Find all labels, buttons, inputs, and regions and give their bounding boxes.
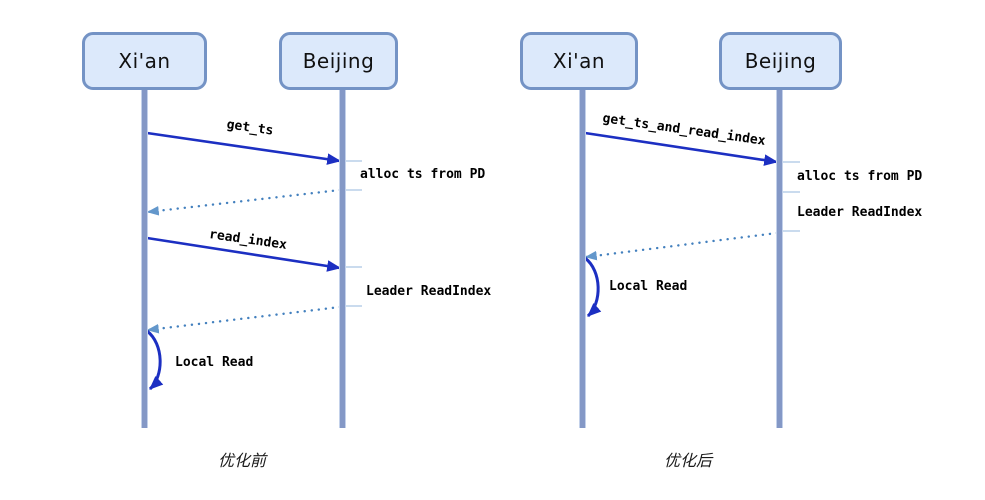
lifeline-xian bbox=[141, 90, 148, 428]
annotation-alloc-ts: alloc ts from PD bbox=[360, 167, 486, 182]
actor-box-xian: Xi'an bbox=[82, 32, 207, 90]
message-arrow-read-index bbox=[146, 236, 342, 272]
actor-label: Xi'an bbox=[118, 49, 171, 73]
actor-box-beijing: Beijing bbox=[279, 32, 398, 90]
actor-label: Beijing bbox=[302, 49, 375, 73]
actor-box-xian: Xi'an bbox=[520, 32, 638, 90]
self-loop-arrow-local-read bbox=[145, 329, 164, 391]
message-arrow-get-ts-and-read-index bbox=[584, 131, 779, 166]
lifeline-xian bbox=[579, 90, 586, 428]
lifeline-beijing bbox=[339, 90, 346, 428]
annotation-alloc-ts: alloc ts from PD bbox=[797, 169, 923, 184]
lifeline-beijing bbox=[776, 90, 783, 428]
annotation-local-read: Local Read bbox=[175, 355, 254, 370]
return-arrow-dotted bbox=[146, 305, 342, 334]
return-arrow-dotted bbox=[146, 188, 342, 216]
actor-box-beijing: Beijing bbox=[719, 32, 842, 90]
return-arrow-dotted bbox=[584, 231, 779, 261]
actor-label: Beijing bbox=[744, 49, 817, 73]
panel-caption-after: 优化后 bbox=[663, 451, 713, 470]
message-arrow-get-ts bbox=[146, 131, 342, 165]
annotation-leader-readindex: Leader ReadIndex bbox=[797, 205, 923, 220]
annotation-leader-readindex: Leader ReadIndex bbox=[366, 284, 492, 299]
annotation-local-read: Local Read bbox=[609, 279, 688, 294]
panel-caption-before: 优化前 bbox=[217, 451, 267, 470]
self-loop-arrow-local-read bbox=[583, 256, 602, 318]
actor-label: Xi'an bbox=[552, 49, 606, 73]
